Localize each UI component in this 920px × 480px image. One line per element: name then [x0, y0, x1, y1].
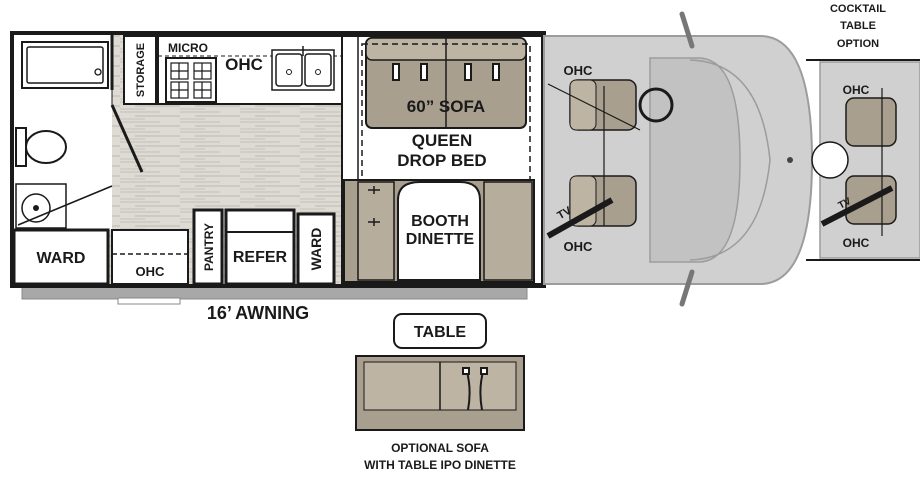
- booth-label-line2: DINETTE: [406, 231, 475, 248]
- cocktail-option-cab: [806, 59, 920, 261]
- booth-dinette: [343, 179, 535, 283]
- storage-cabinet: [123, 35, 157, 105]
- optional-sofa-caption-line1: OPTIONAL SOFA: [391, 441, 489, 455]
- awning-label: 16’ AWNING: [207, 303, 309, 323]
- queen-label-line1: QUEEN: [412, 131, 472, 150]
- micro-label: MICRO: [168, 41, 208, 55]
- booth-label-line1: BOOTH: [411, 213, 469, 230]
- shower-icon: [15, 183, 113, 229]
- refrigerator: [224, 208, 296, 286]
- table-label: TABLE: [414, 324, 466, 341]
- cocktail-ohc-bottom-label: OHC: [843, 236, 870, 250]
- steering-wheel-icon: [638, 87, 674, 123]
- entry-step: [117, 297, 181, 305]
- tv-icon: [546, 197, 614, 239]
- table-shape: [393, 313, 487, 349]
- ohc-cab-bottom-label: OHC: [564, 239, 594, 254]
- ohc-bath-cabinet: [111, 229, 189, 285]
- ohc-bath-label: OHC: [136, 264, 166, 279]
- cocktail-title-line3: OPTION: [837, 38, 879, 50]
- storage-label: STORAGE: [135, 43, 147, 97]
- ohc-cab-top-label: OHC: [564, 63, 594, 78]
- seatbelt-icon: [392, 63, 500, 81]
- pantry-label: PANTRY: [202, 223, 216, 271]
- wardrobe-right: [296, 212, 336, 286]
- wardrobe-left: [12, 228, 110, 286]
- stove-icon: [165, 57, 217, 103]
- ward-left-label: WARD: [37, 250, 86, 267]
- ward-right-label: WARD: [308, 228, 324, 271]
- cab: [543, 11, 814, 307]
- refer-label: REFER: [233, 249, 288, 266]
- sofa-label: 60” SOFA: [407, 97, 485, 116]
- cab-seat-top: [569, 79, 637, 131]
- optional-sofa: [355, 355, 525, 431]
- queen-label-line2: DROP BED: [397, 151, 486, 170]
- cocktail-tv-label: TV: [837, 196, 854, 212]
- cocktail-ohc-top-label: OHC: [843, 83, 870, 97]
- ohc-kitchen-label: OHC: [225, 55, 263, 74]
- optional-sofa-seatbelt-icon: [462, 367, 488, 411]
- optional-sofa-caption-line2: WITH TABLE IPO DINETTE: [364, 458, 516, 472]
- sink-icon: [271, 46, 335, 91]
- toilet-icon: [15, 127, 67, 167]
- bathroom-sink-icon: [21, 41, 109, 89]
- cocktail-title-line1: COCKTAIL: [830, 3, 886, 15]
- pantry: [192, 208, 224, 286]
- cocktail-title-line2: TABLE: [840, 20, 876, 32]
